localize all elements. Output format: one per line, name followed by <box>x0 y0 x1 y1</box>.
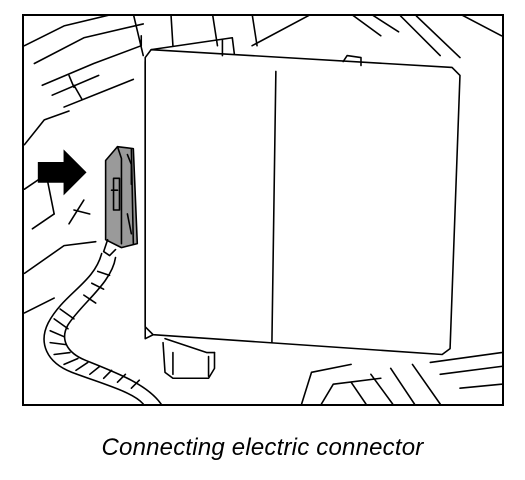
control-module-divider <box>271 70 277 344</box>
mounting-post <box>162 341 216 380</box>
control-module-bottom-edge <box>164 337 216 354</box>
line-drawing <box>24 16 502 404</box>
background-top-right <box>132 16 502 59</box>
background-bracket <box>24 16 145 314</box>
background-bottom-right <box>300 351 502 404</box>
figure-caption: Connecting electric connector <box>101 434 424 461</box>
electric-connector <box>102 145 139 257</box>
control-module-top-lip <box>150 36 236 55</box>
control-module-tab <box>342 54 362 67</box>
arrow-icon <box>37 149 87 196</box>
wiring-harness <box>43 252 162 404</box>
control-module-body <box>144 48 461 356</box>
illustration-frame <box>22 14 504 406</box>
